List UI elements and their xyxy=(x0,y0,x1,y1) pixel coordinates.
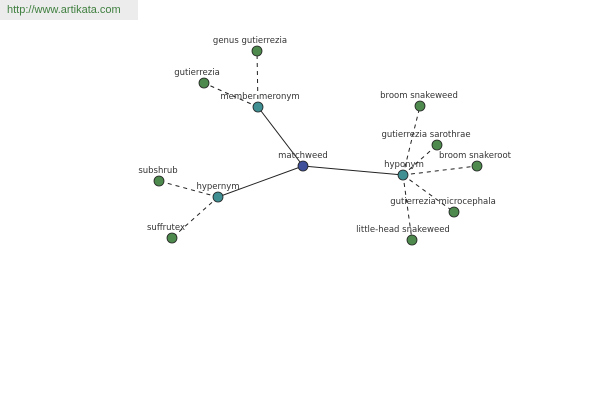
relation-label-member-meronym: member meronym xyxy=(220,92,299,102)
relation-label-hyponym: hyponym xyxy=(384,160,424,170)
leaf-node-suffrutex[interactable] xyxy=(166,232,178,244)
source-url-banner[interactable]: http://www.artikata.com xyxy=(0,0,138,20)
leaf-label-broom-snakeroot: broom snakeroot xyxy=(439,151,512,161)
center-node-matchweed[interactable] xyxy=(297,160,309,172)
relation-label-hypernym: hypernym xyxy=(196,182,239,192)
relation-node-hypernym[interactable] xyxy=(212,191,224,203)
edge-center-to-hyponym xyxy=(302,165,404,176)
leaf-node-broom-snakeweed[interactable] xyxy=(414,100,426,112)
edge-member-meronym-to-genus-gutierrezia xyxy=(256,50,259,108)
edge-hyponym-to-broom-snakeweed xyxy=(402,105,421,176)
edge-hyponym-to-little-head-snakeweed xyxy=(402,174,413,241)
leaf-node-gutierrezia-microcephala[interactable] xyxy=(448,206,460,218)
leaf-node-gutierrezia-sarothrae[interactable] xyxy=(431,139,443,151)
leaf-label-little-head-snakeweed: little-head snakeweed xyxy=(356,225,450,235)
leaf-label-broom-snakeweed: broom snakeweed xyxy=(380,91,458,101)
leaf-node-genus-gutierrezia[interactable] xyxy=(251,45,263,57)
edge-hypernym-to-suffrutex xyxy=(171,196,219,239)
edge-member-meronym-to-gutierrezia xyxy=(203,82,259,108)
edge-center-to-hypernym xyxy=(217,165,304,198)
edge-center-to-member-meronym xyxy=(257,106,304,167)
relation-node-hyponym[interactable] xyxy=(397,169,409,181)
leaf-node-subshrub[interactable] xyxy=(153,175,165,187)
leaf-label-suffrutex: suffrutex xyxy=(147,223,185,233)
leaf-node-gutierrezia[interactable] xyxy=(198,77,210,89)
edge-hypernym-to-subshrub xyxy=(158,180,219,198)
leaf-node-broom-snakeroot[interactable] xyxy=(471,160,483,172)
edge-hyponym-to-gutierrezia-microcephala xyxy=(402,174,455,213)
relation-node-member-meronym[interactable] xyxy=(252,101,264,113)
leaf-label-gutierrezia-sarothrae: gutierrezia sarothrae xyxy=(381,130,470,140)
leaf-label-subshrub: subshrub xyxy=(138,166,177,176)
leaf-node-little-head-snakeweed[interactable] xyxy=(406,234,418,246)
label-layer: member meronym genus gutierrezia gutierrez… xyxy=(138,36,511,235)
leaf-label-gutierrezia-microcephala: gutierrezia microcephala xyxy=(390,197,496,207)
leaf-label-gutierrezia: gutierrezia xyxy=(174,68,220,78)
center-label: matchweed xyxy=(278,151,328,161)
edge-layer xyxy=(158,50,478,241)
node-layer xyxy=(153,45,483,246)
leaf-label-genus-gutierrezia: genus gutierrezia xyxy=(213,36,287,46)
